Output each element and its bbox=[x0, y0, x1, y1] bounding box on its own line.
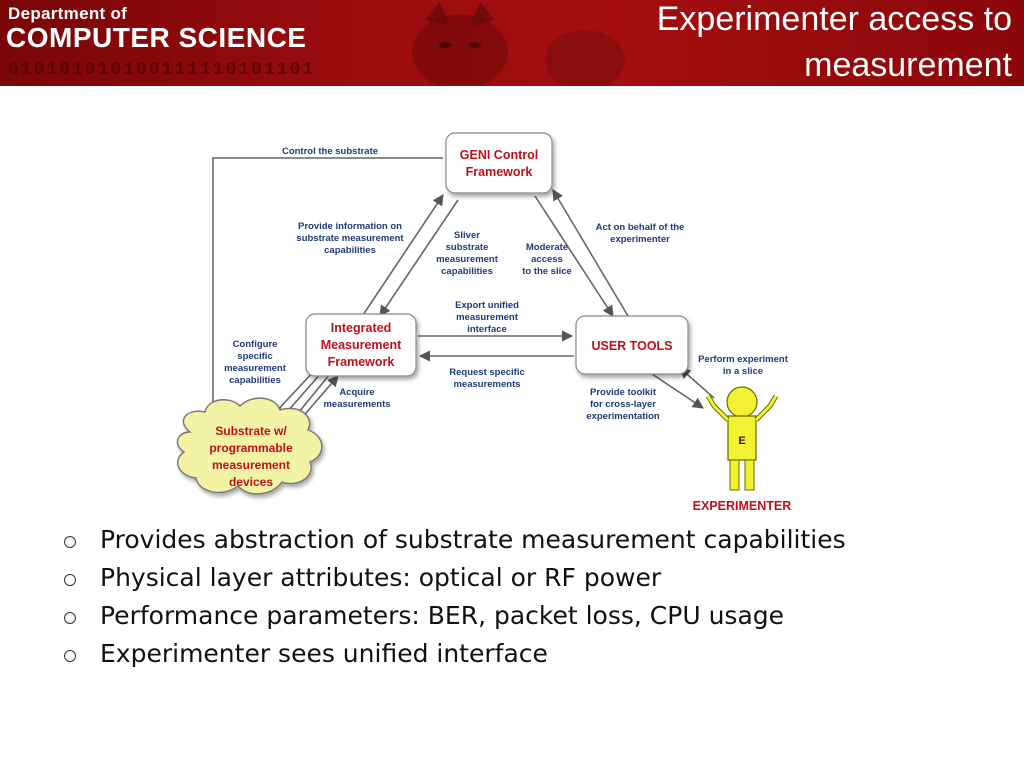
node-substrate-line-4: devices bbox=[229, 475, 273, 489]
label-sliver-2: substrate bbox=[446, 242, 489, 253]
node-tools-label: USER TOOLS bbox=[591, 339, 672, 353]
label-configure-3: measurement bbox=[224, 363, 287, 374]
label-export-2: measurement bbox=[456, 312, 519, 323]
experimenter-figure: E bbox=[705, 386, 779, 491]
arrow-control-substrate bbox=[207, 157, 443, 418]
bullet-text: Provides abstraction of substrate measur… bbox=[100, 525, 846, 554]
circle-bullet-icon bbox=[64, 574, 76, 586]
label-provide-info-1: Provide information on bbox=[298, 221, 402, 232]
bullet-item: Experimenter sees unified interface bbox=[60, 639, 920, 669]
label-moderate-3: to the slice bbox=[522, 266, 572, 277]
arrow-imf-to-geni bbox=[362, 194, 444, 316]
department-label: Department of bbox=[8, 4, 128, 23]
label-request-2: measurements bbox=[453, 379, 520, 390]
label-toolkit-3: experimentation bbox=[586, 411, 660, 422]
experimenter-badge: E bbox=[738, 435, 745, 447]
label-acquire-2: measurements bbox=[323, 399, 390, 410]
label-act-behalf-2: experimenter bbox=[610, 234, 670, 245]
node-user-tools: USER TOOLS bbox=[575, 315, 689, 375]
label-provide-info-2: substrate measurement bbox=[296, 233, 404, 244]
bullet-item: Provides abstraction of substrate measur… bbox=[60, 525, 920, 555]
arrow-tools-to-geni bbox=[552, 189, 629, 317]
bullet-list: Provides abstraction of substrate measur… bbox=[60, 525, 920, 677]
bullet-item: Physical layer attributes: optical or RF… bbox=[60, 563, 920, 593]
label-perform-2: in a slice bbox=[723, 366, 763, 377]
label-toolkit-2: for cross-layer bbox=[590, 399, 656, 410]
label-act-behalf-1: Act on behalf of the bbox=[596, 222, 685, 233]
arrow-tools-to-person bbox=[651, 373, 704, 409]
node-geni-line-2: Framework bbox=[466, 165, 533, 179]
label-request-1: Request specific bbox=[449, 367, 525, 378]
header-banner: Department of COMPUTER SCIENCE 010101010… bbox=[0, 0, 1024, 86]
arrow-geni-to-tools bbox=[534, 195, 614, 317]
arrow-person-to-tools bbox=[679, 367, 715, 399]
label-perform-1: Perform experiment bbox=[698, 354, 789, 365]
node-substrate-line-2: programmable bbox=[209, 441, 293, 455]
label-acquire-1: Acquire bbox=[339, 387, 374, 398]
label-toolkit-1: Provide toolkit bbox=[590, 387, 657, 398]
department-name: COMPUTER SCIENCE bbox=[6, 22, 307, 53]
arrow-geni-to-imf bbox=[379, 199, 459, 317]
node-substrate-line-1: Substrate w/ bbox=[215, 424, 287, 438]
measurement-diagram: GENI Control Framework Integrated Measur… bbox=[176, 132, 792, 513]
bullet-item: Performance parameters: BER, packet loss… bbox=[60, 601, 920, 631]
circle-bullet-icon bbox=[64, 536, 76, 548]
node-geni-line-1: GENI Control bbox=[460, 148, 538, 162]
label-export-3: interface bbox=[467, 324, 507, 335]
binary-decoration: 010101010100111110101101 bbox=[8, 60, 316, 80]
label-moderate-1: Moderate bbox=[526, 242, 568, 253]
label-sliver-3: measurement bbox=[436, 254, 499, 265]
node-imf-line-1: Integrated bbox=[331, 321, 391, 335]
label-control-substrate: Control the substrate bbox=[282, 146, 378, 157]
node-substrate-line-3: measurement bbox=[212, 458, 290, 472]
bullet-text: Physical layer attributes: optical or RF… bbox=[100, 563, 662, 592]
node-imf-line-3: Framework bbox=[328, 355, 395, 369]
node-imf: Integrated Measurement Framework bbox=[305, 313, 417, 377]
node-substrate: Substrate w/ programmable measurement de… bbox=[176, 397, 323, 495]
label-moderate-2: access bbox=[531, 254, 563, 265]
experimenter-label: EXPERIMENTER bbox=[693, 499, 792, 513]
label-configure-1: Configure bbox=[233, 339, 278, 350]
arrow-substrate-to-imf bbox=[299, 375, 339, 421]
label-sliver-4: capabilities bbox=[441, 266, 493, 277]
wolf-logo-art bbox=[412, 2, 625, 86]
bullet-text: Performance parameters: BER, packet loss… bbox=[100, 601, 785, 630]
label-provide-info-3: capabilities bbox=[324, 245, 376, 256]
slide-title: Experimenter access to measurement bbox=[656, 0, 1012, 84]
label-configure-4: capabilities bbox=[229, 375, 281, 386]
circle-bullet-icon bbox=[64, 612, 76, 624]
label-export-1: Export unified bbox=[455, 300, 519, 311]
label-sliver-1: Sliver bbox=[454, 230, 480, 241]
node-geni: GENI Control Framework bbox=[445, 132, 553, 194]
node-imf-line-2: Measurement bbox=[321, 338, 402, 352]
label-configure-2: specific bbox=[237, 351, 272, 362]
circle-bullet-icon bbox=[64, 650, 76, 662]
bullet-text: Experimenter sees unified interface bbox=[100, 639, 548, 668]
arrow-imf-to-substrate-1 bbox=[272, 369, 316, 416]
